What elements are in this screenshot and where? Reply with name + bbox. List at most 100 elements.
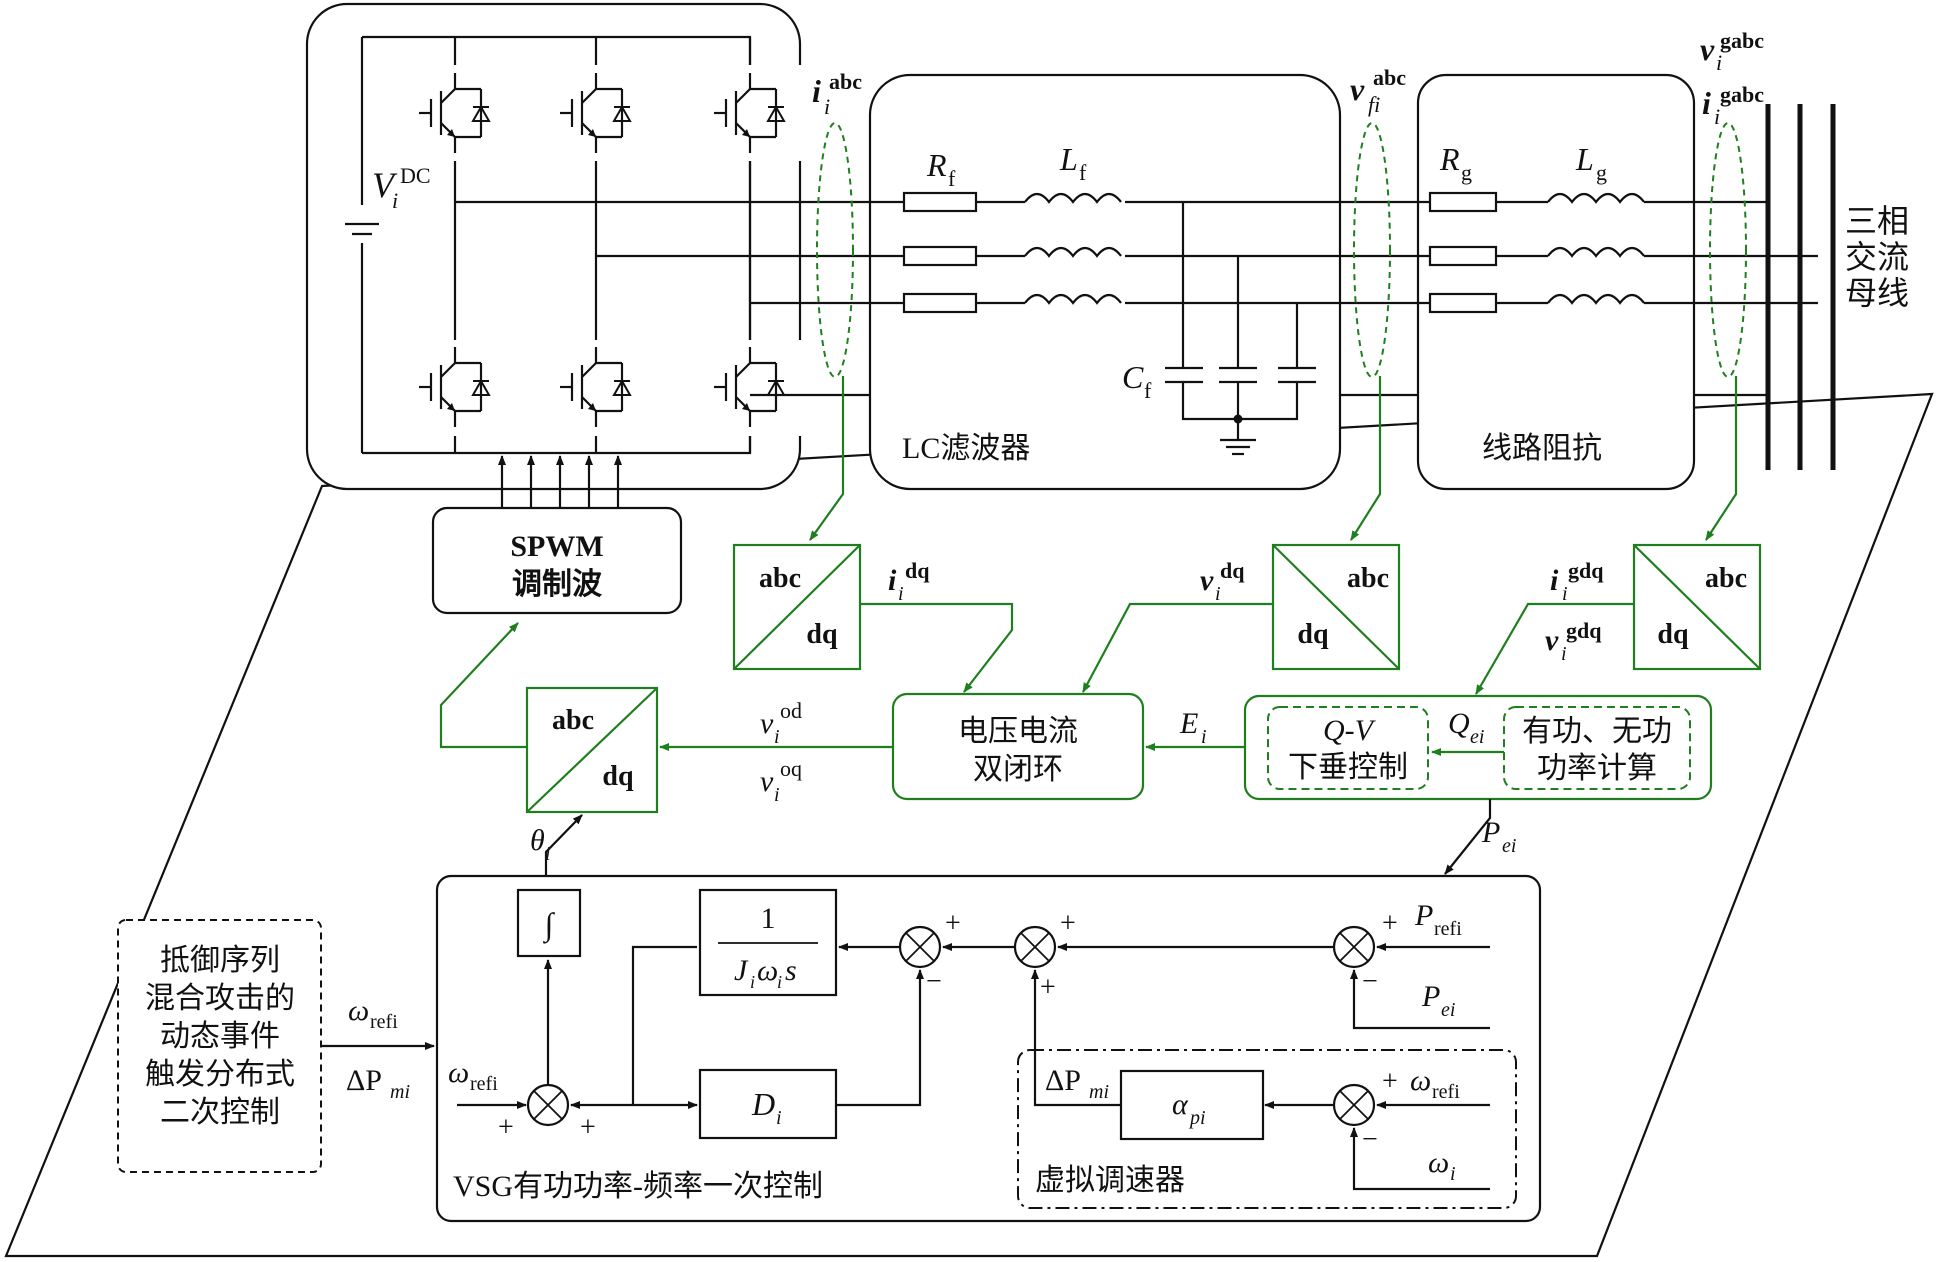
v-dq-label: v i dq [1200,558,1245,605]
omega-ref-inner-label: ω refi [448,1056,498,1095]
sum-junction-governor [1332,1083,1376,1127]
svg-text:i: i [1450,1163,1456,1185]
svg-text:交流: 交流 [1845,239,1909,275]
svg-text:od: od [780,698,802,723]
dq-abc-transform-output: abc dq [525,686,659,814]
svg-text:refi: refi [1432,1081,1460,1103]
voltage-current-loop-block: 电压电流 双闭环 [891,692,1145,801]
svg-text:θ: θ [530,824,545,857]
theta-label: θ i [530,824,551,865]
svg-text:i: i [750,972,755,992]
svg-text:i: i [1714,104,1720,129]
svg-text:ω: ω [1410,1064,1431,1097]
power-control-block [1243,694,1713,801]
svg-text:g: g [1596,160,1607,185]
ac-bus-label: 三相 交流 母线 [1845,203,1909,311]
svg-text:f: f [1144,378,1152,403]
svg-text:ω: ω [448,1056,469,1089]
omega-ref-outer-label: ω refi [348,994,398,1033]
svg-text:ei: ei [1502,835,1516,857]
svg-text:二次控制: 二次控制 [160,1096,280,1129]
svg-text:功率计算: 功率计算 [1537,752,1657,785]
svg-text:+: + [1382,1066,1398,1097]
svg-text:i: i [545,843,551,865]
svg-text:有功、无功: 有功、无功 [1522,715,1672,748]
svg-text:DC: DC [400,163,431,188]
svg-text:双闭环: 双闭环 [973,753,1063,786]
svg-text:i: i [1716,50,1722,75]
sum-junction-power [1332,925,1376,969]
lc-filter-block [868,73,1342,491]
i-abc-label: i i abc [812,69,862,119]
svg-text:i: i [392,188,398,213]
abc-dq-transform-voltage: abc dq [1271,543,1401,671]
svg-text:gabc: gabc [1720,82,1764,107]
line-impedance-label: 线路阻抗 [1482,432,1602,465]
inertia-transfer-block: 1 J i ω i s [698,888,838,997]
damping-block: D i [698,1068,838,1140]
svg-text:ω: ω [348,994,369,1027]
svg-text:g: g [1461,160,1472,185]
svg-text:+: + [1382,908,1398,939]
svg-text:J: J [734,954,749,987]
svg-text:mi: mi [390,1081,410,1103]
svg-text:D: D [751,1086,775,1122]
svg-text:v: v [1350,71,1365,107]
svg-text:ei: ei [1441,999,1455,1021]
svg-text:母线: 母线 [1845,275,1909,311]
sum-junction-2 [1013,925,1057,969]
omega-i-label: ω i [1428,1146,1456,1185]
svg-text:触发分布式: 触发分布式 [145,1058,295,1091]
power-calc-label: 有功、无功 功率计算 [1522,715,1672,785]
p-ei-label: P ei [1481,816,1516,857]
spwm-gate-arrows [498,455,622,508]
abc-dq-transform-current: abc dq [732,543,862,671]
svg-text:+: + [1060,908,1076,939]
v-fabc-label: v fi abc [1350,65,1406,117]
svg-text:动态事件: 动态事件 [160,1020,280,1053]
svg-text:abc: abc [552,705,594,736]
svg-text:v: v [1200,564,1214,597]
svg-text:i: i [1215,583,1221,605]
svg-text:i: i [1550,564,1559,597]
svg-text:f: f [1079,160,1087,185]
spwm-block: SPWM 调制波 [431,506,683,615]
svg-text:i: i [1561,643,1567,665]
svg-text:R: R [1439,141,1460,177]
svg-text:v: v [760,765,774,798]
sum-junction-1 [898,925,942,969]
svg-text:电压电流: 电压电流 [958,715,1078,748]
ac-bus [1765,104,1836,470]
svg-text:SPWM: SPWM [510,530,603,563]
svg-text:+: + [580,1112,596,1143]
sum-signs: + + + − + + + − + − [498,908,1398,1155]
svg-text:ΔP: ΔP [346,1064,382,1097]
governor-label: 虚拟调速器 [1035,1164,1185,1197]
svg-text:ω: ω [757,954,778,987]
grid-measurement-arrow [1705,376,1738,541]
svg-text:abc: abc [1347,563,1389,594]
vsg-primary-label: VSG有功功率-频率一次控制 [453,1170,823,1203]
v-dq-to-loop-arrow [1082,602,1273,693]
svg-text:i: i [824,94,830,119]
svg-text:V: V [372,165,398,205]
current-measurement-arrow [809,376,845,541]
svg-text:ΔP: ΔP [1045,1064,1081,1097]
svg-text:下垂控制: 下垂控制 [1288,751,1408,784]
svg-text:C: C [1122,359,1144,395]
svg-text:refi: refi [470,1073,498,1095]
svg-text:抵御序列: 抵御序列 [160,944,280,977]
svg-text:fi: fi [1368,92,1380,117]
svg-text:α: α [1172,1088,1189,1121]
svg-text:i: i [774,784,780,806]
svg-text:dq: dq [1657,619,1689,650]
svg-text:P: P [1421,980,1440,1013]
svg-text:Q: Q [1448,707,1470,740]
cf-label: C f [1122,359,1152,403]
svg-text:dq: dq [1220,558,1245,583]
e-i-label: E i [1179,707,1207,748]
svg-text:−: − [926,966,942,997]
svg-text:v: v [760,707,774,740]
svg-text:+: + [1040,972,1056,1003]
